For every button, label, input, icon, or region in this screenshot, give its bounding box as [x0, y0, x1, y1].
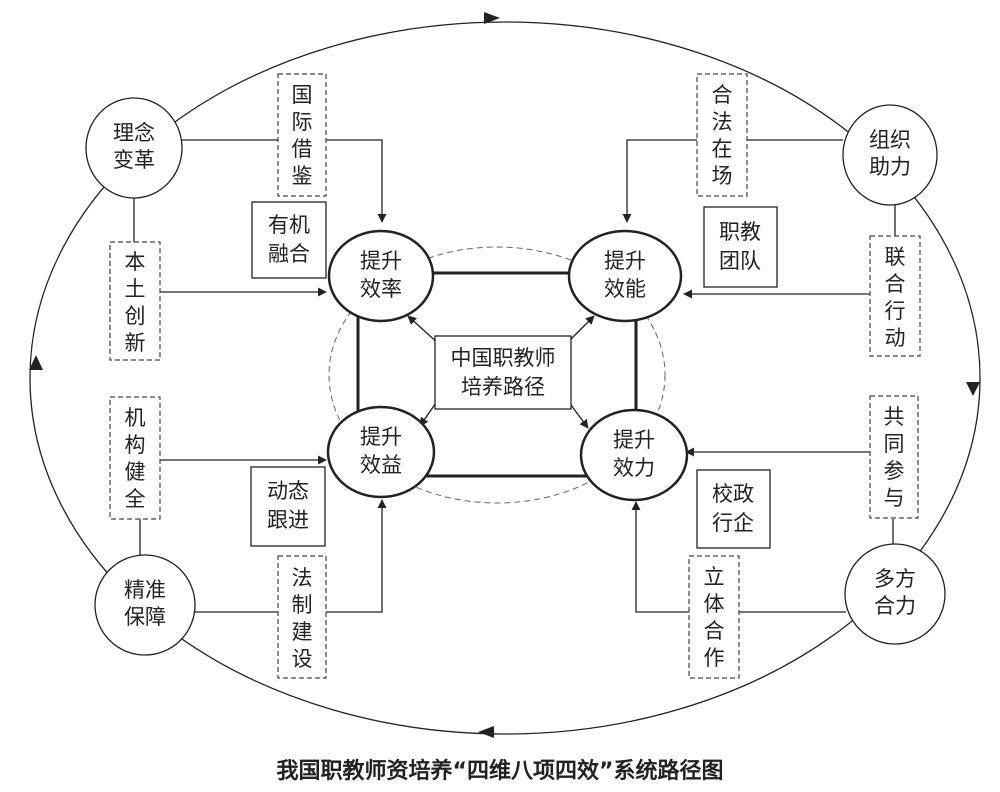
- measure-organic-box: [251, 201, 327, 279]
- dimension-multiparty-circle: [844, 543, 946, 645]
- item-co-participation-char3: 参: [884, 459, 905, 483]
- dimension-organization-line1: 组织: [869, 128, 911, 152]
- dimension-guarantee-circle: [94, 554, 196, 656]
- dimension-guarantee-line2: 保障: [124, 605, 166, 629]
- item-co-participation-char2: 同: [884, 432, 905, 456]
- item-legal-presence-char2: 法: [712, 110, 733, 134]
- item-law-building-char4: 设: [292, 647, 313, 671]
- item-co-participation-char4: 与: [884, 486, 905, 510]
- effect-benefit-ellipse: [326, 405, 436, 499]
- dimension-concept-line1: 理念: [113, 121, 155, 145]
- cycle-arrow-top: [484, 12, 500, 24]
- item-intl-char4: 鉴: [292, 164, 313, 188]
- item-co-participation-char1: 共: [884, 405, 905, 429]
- arrow-guarantee-benefit: [194, 499, 387, 613]
- core-box: [434, 335, 572, 410]
- effect-benefit-line2: 效益: [360, 453, 402, 477]
- core-line1: 中国职教师: [451, 346, 556, 370]
- item-institution-box: [109, 396, 161, 520]
- core-line2: 培养路径: [461, 375, 545, 399]
- measure-organic-line2: 融合: [268, 242, 310, 266]
- item-joint-action-char4: 动: [885, 326, 906, 350]
- item-institution-char2: 构: [125, 433, 146, 457]
- item-local-char1: 本: [125, 250, 146, 274]
- effect-capability-ellipse: [567, 229, 683, 323]
- arrow-org-capability: [622, 139, 843, 223]
- effect-efficiency-line2: 效率: [360, 277, 402, 301]
- item-legal-presence-box: [696, 73, 748, 197]
- dimension-concept-circle: [85, 97, 183, 199]
- item-legal-presence-char4: 场: [712, 164, 733, 188]
- item-institution-char1: 机: [125, 406, 146, 430]
- item-multi-cooperation-char4: 作: [704, 646, 725, 670]
- item-local-box: [109, 241, 161, 361]
- effect-force-line2: 效力: [613, 456, 655, 480]
- center-dashed-ellipse: [328, 246, 666, 504]
- measure-school-gov-line2: 行企: [712, 511, 754, 535]
- dimension-concept-line2: 变革: [113, 148, 155, 172]
- effect-benefit-line1: 提升: [360, 425, 402, 449]
- cycle-arrow-bottom: [478, 726, 494, 738]
- outer-cycle-ellipse: [29, 21, 981, 735]
- dimension-multiparty-line1: 多方: [874, 567, 916, 591]
- item-institution-char4: 全: [125, 487, 146, 511]
- item-local-char4: 新: [125, 331, 146, 355]
- measure-team-line1: 职教: [719, 220, 761, 244]
- measure-team-line2: 团队: [719, 249, 761, 273]
- arrow-concept-efficiency: [181, 139, 387, 223]
- item-legal-presence-char1: 合: [712, 83, 733, 107]
- item-joint-action-char2: 合: [885, 272, 906, 296]
- measure-organic-line1: 有机: [268, 213, 310, 237]
- item-law-building-box: [277, 555, 327, 679]
- measure-team-box: [703, 206, 778, 288]
- measure-school-gov-line1: 校政: [712, 482, 754, 506]
- item-local-char2: 土: [125, 277, 146, 301]
- item-multi-cooperation-char2: 体: [704, 592, 725, 616]
- item-law-building-char3: 建: [292, 620, 313, 644]
- measure-school-gov-box: [696, 469, 771, 549]
- item-intl-char3: 借: [292, 137, 313, 161]
- item-intl-char1: 国: [292, 83, 313, 107]
- item-joint-action-char3: 行: [885, 299, 906, 323]
- effects-square: [356, 271, 638, 478]
- cycle-arrow-left: [29, 355, 43, 370]
- arrow-multi-force: [631, 501, 846, 613]
- item-multi-cooperation-char1: 立: [704, 565, 725, 589]
- effect-efficiency-ellipse: [327, 229, 435, 323]
- item-law-building-char1: 法: [292, 566, 313, 590]
- item-intl-char2: 际: [292, 110, 313, 134]
- item-joint-action-box: [869, 235, 921, 357]
- item-institution-char3: 健: [125, 460, 146, 484]
- measure-dynamic-box: [250, 466, 326, 547]
- effect-force-line1: 提升: [613, 428, 655, 452]
- item-intl-box: [277, 73, 327, 197]
- item-legal-presence-char3: 在: [712, 137, 733, 161]
- dimension-guarantee-line1: 精准: [124, 578, 166, 602]
- measure-dynamic-line2: 跟进: [267, 508, 309, 532]
- effect-efficiency-line1: 提升: [360, 249, 402, 273]
- item-multi-cooperation-char3: 合: [704, 619, 725, 643]
- dimension-multiparty-line2: 合力: [874, 594, 916, 618]
- item-joint-action-char1: 联: [885, 245, 906, 269]
- item-co-participation-box: [869, 395, 919, 519]
- effect-capability-line2: 效能: [604, 277, 646, 301]
- item-law-building-char2: 制: [292, 593, 313, 617]
- effect-force-ellipse: [579, 408, 689, 502]
- effect-capability-line1: 提升: [604, 249, 646, 273]
- measure-dynamic-line1: 动态: [267, 479, 309, 503]
- item-multi-cooperation-box: [688, 555, 740, 679]
- dimension-organization-line2: 助力: [869, 155, 911, 179]
- cycle-arrow-right: [966, 382, 980, 396]
- item-local-char3: 创: [125, 304, 146, 328]
- figure-caption: 我国职教师资培养“四维八项四效”系统路径图: [277, 758, 724, 784]
- dimension-organization-circle: [842, 104, 938, 206]
